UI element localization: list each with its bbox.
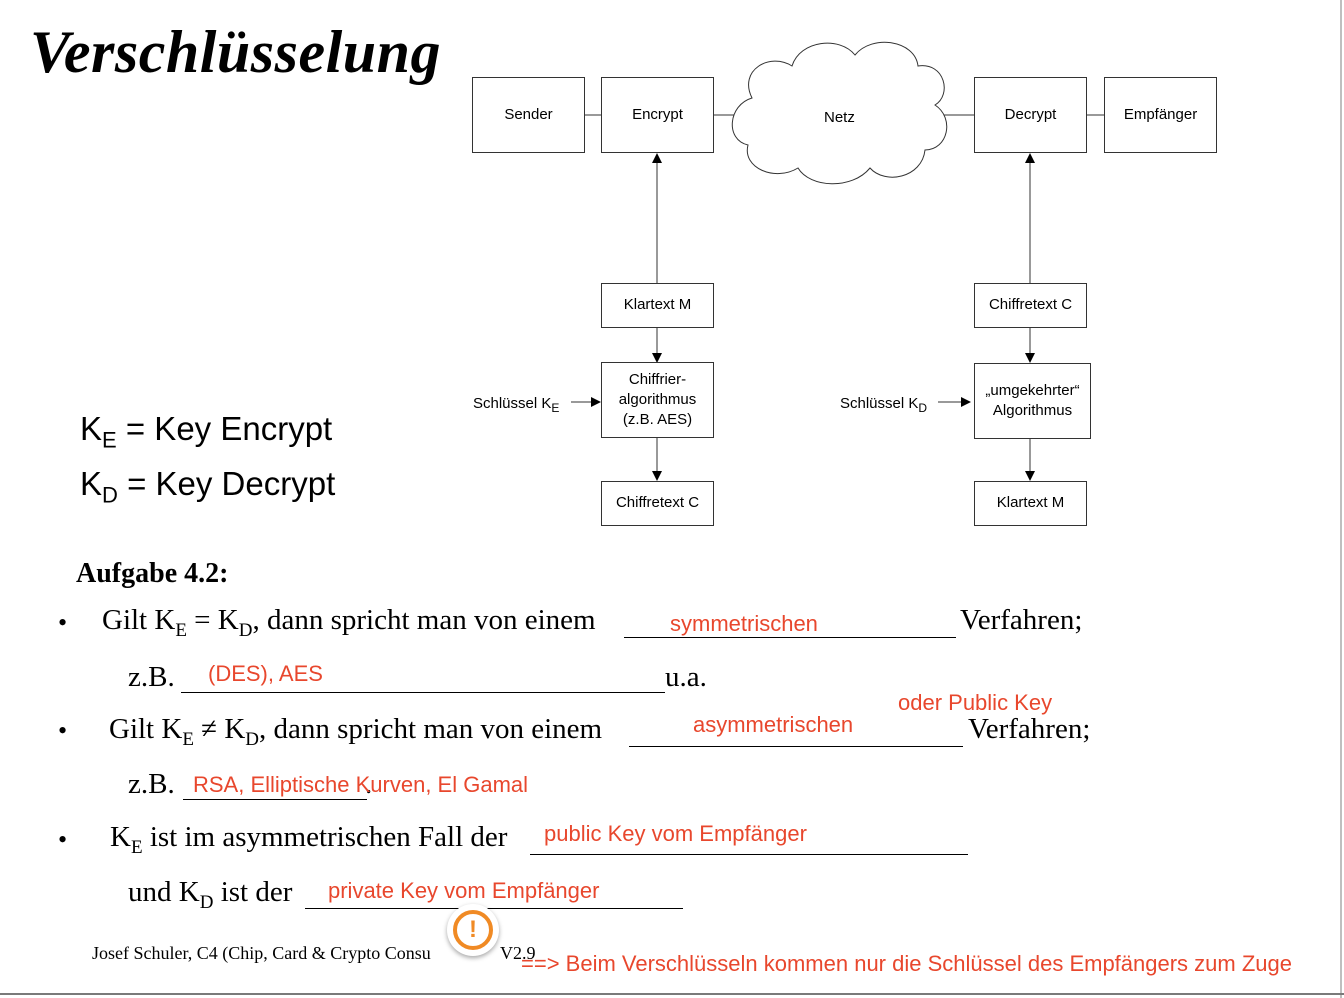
subscript: E bbox=[182, 728, 194, 750]
subscript: E bbox=[551, 401, 560, 415]
encrypt-box: Encrypt bbox=[601, 77, 714, 153]
answer-blank bbox=[305, 908, 683, 909]
key-letter: K bbox=[80, 465, 103, 502]
cloud-shape bbox=[731, 41, 948, 185]
answer-text: public Key vom Empfänger bbox=[544, 821, 807, 846]
text: Gilt K bbox=[102, 604, 176, 636]
answer-text: symmetrischen bbox=[670, 611, 818, 636]
verfahren-text: Verfahren; bbox=[968, 713, 1091, 745]
subscript: D bbox=[102, 482, 118, 508]
netz-label: Netz bbox=[824, 109, 855, 126]
warning-icon[interactable]: ! bbox=[447, 904, 499, 956]
subscript: E bbox=[130, 836, 143, 858]
answer-blank bbox=[629, 746, 963, 747]
zb-text: z.B. bbox=[128, 768, 175, 800]
answer-blank bbox=[530, 854, 968, 855]
bullet: • bbox=[58, 825, 68, 854]
text: und K bbox=[128, 876, 200, 908]
zb-text: z.B. bbox=[128, 661, 175, 693]
text: ist der bbox=[213, 876, 293, 908]
legend-key-encrypt: KE = Key Encrypt bbox=[80, 410, 332, 454]
answer-blank bbox=[624, 637, 956, 638]
bullet: • bbox=[58, 608, 68, 637]
subscript: E bbox=[175, 619, 187, 641]
slide-border bbox=[0, 993, 1344, 995]
exercise-line: und KD ist der bbox=[128, 876, 292, 914]
chiffrier-algorithmus-box: Chiffrier- algorithmus (z.B. AES) bbox=[601, 362, 714, 438]
answer-blank bbox=[181, 692, 665, 693]
text: = K bbox=[186, 604, 239, 636]
answer-text: RSA, Elliptische Kurven, El Gamal bbox=[193, 772, 529, 797]
algorithmus-line: „umgekehrter“ bbox=[985, 381, 1080, 399]
annotation-note: ==> Beim Verschlüsseln kommen nur die Sc… bbox=[521, 951, 1292, 976]
text: ≠ K bbox=[193, 713, 246, 745]
text: , dann spricht man von einem bbox=[252, 604, 596, 636]
chiffretext-box: Chiffretext C bbox=[601, 481, 714, 526]
legend-text: = Key Encrypt bbox=[116, 410, 333, 447]
chiffrier-line: algorithmus bbox=[618, 390, 697, 408]
subscript: D bbox=[238, 619, 253, 641]
page-title: Verschlüsselung bbox=[30, 19, 441, 85]
algorithmus-line: Algorithmus bbox=[992, 402, 1073, 419]
text: ist im asymmetrischen Fall der bbox=[142, 821, 508, 853]
answer-blank bbox=[183, 799, 367, 800]
exercise-line: KE ist im asymmetrischen Fall der bbox=[110, 821, 507, 859]
text: Gilt K bbox=[109, 713, 183, 745]
subscript: E bbox=[102, 427, 117, 453]
footer-version: V2.9 bbox=[500, 943, 536, 963]
schluessel-text: Schlüssel K bbox=[473, 395, 552, 412]
schluessel-kd-label: Schlüssel KD bbox=[840, 395, 927, 415]
chiffrier-line: (z.B. AES) bbox=[622, 411, 693, 429]
verfahren-text: Verfahren; bbox=[960, 604, 1083, 636]
exercise-line: Gilt KE ≠ KD, dann spricht man von einem bbox=[109, 713, 602, 751]
legend-key-decrypt: KD = Key Decrypt bbox=[80, 465, 335, 509]
klartext-box: Klartext M bbox=[974, 481, 1087, 526]
slide-border bbox=[1340, 0, 1342, 998]
exercise-line: Gilt KE = KD, dann spricht man von einem bbox=[102, 604, 596, 642]
sender-box: Sender bbox=[472, 77, 585, 153]
klartext-box: Klartext M bbox=[601, 283, 714, 328]
answer-note: oder Public Key bbox=[898, 690, 1053, 715]
decrypt-box: Decrypt bbox=[974, 77, 1087, 153]
period-text: . bbox=[365, 768, 373, 800]
key-letter: K bbox=[80, 410, 103, 447]
ua-text: u.a. bbox=[665, 661, 707, 693]
subscript: D bbox=[199, 891, 214, 913]
bullet: • bbox=[58, 716, 68, 745]
text: K bbox=[110, 821, 131, 853]
answer-text: asymmetrischen bbox=[693, 712, 854, 737]
text: , dann spricht man von einem bbox=[259, 713, 603, 745]
empfaenger-box: Empfänger bbox=[1104, 77, 1217, 153]
exclamation-circle-icon: ! bbox=[453, 910, 493, 950]
subscript: D bbox=[918, 401, 928, 415]
chiffretext-box: Chiffretext C bbox=[974, 283, 1087, 328]
schluessel-ke-label: Schlüssel KE bbox=[473, 395, 559, 415]
chiffrier-line: Chiffrier- bbox=[628, 370, 687, 388]
legend-text: = Key Decrypt bbox=[117, 465, 336, 502]
exercise-heading: Aufgabe 4.2: bbox=[76, 558, 229, 589]
answer-text: (DES), AES bbox=[208, 661, 323, 686]
schluessel-text: Schlüssel K bbox=[840, 395, 919, 412]
subscript: D bbox=[245, 728, 260, 750]
umgekehrter-algorithmus-box: „umgekehrter“ Algorithmus bbox=[974, 363, 1091, 439]
footer-author: Josef Schuler, C4 (Chip, Card & Crypto C… bbox=[92, 943, 431, 963]
answer-text: private Key vom Empfänger bbox=[328, 878, 600, 903]
